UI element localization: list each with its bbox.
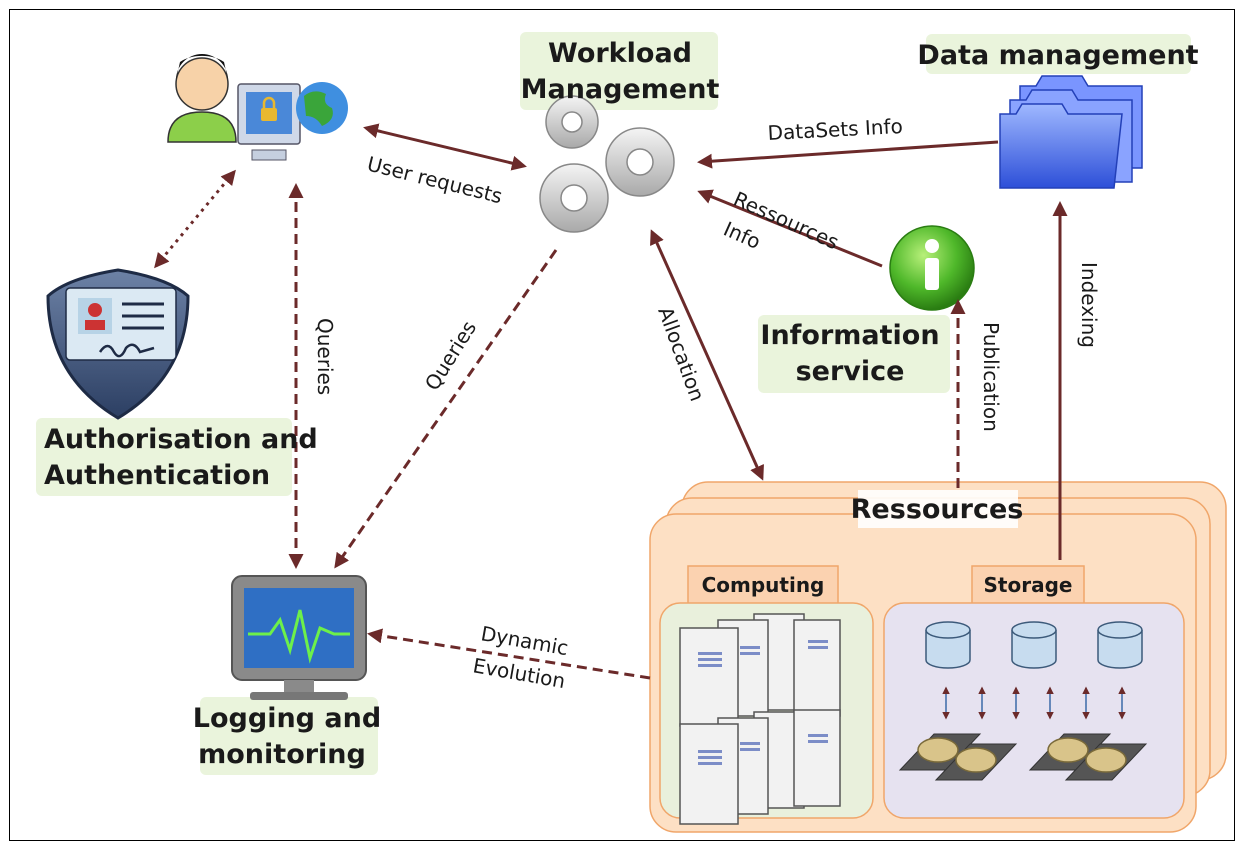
user-requests-arrow — [363, 123, 527, 171]
datasets-info-label: DataSets Info — [767, 114, 903, 145]
data-management-title: Data management — [917, 40, 1198, 71]
storage-title: Storage — [984, 573, 1073, 597]
user-icon — [167, 54, 237, 143]
queries-left-label: Queries — [313, 318, 337, 395]
ressources-info-arrow — [697, 189, 883, 268]
dynamic-evolution-label-1: Dynamic — [479, 621, 570, 660]
queries-mid-arrow — [334, 249, 558, 569]
info-icon — [889, 225, 975, 311]
allocation-label: Allocation — [653, 304, 709, 405]
workload-title-line1: Workload — [548, 38, 692, 69]
auth-title-line2: Authentication — [44, 460, 270, 491]
logging-title-line1: Logging and — [193, 703, 381, 734]
folder-icon — [999, 75, 1143, 189]
globe-icon — [296, 82, 348, 134]
resources-group: Ressources Computing Storage — [649, 481, 1227, 833]
information-title-line2: service — [796, 356, 905, 387]
indexing-label: Indexing — [1077, 262, 1101, 348]
computer-lock-icon — [237, 83, 301, 161]
auth-label-bg — [36, 418, 292, 496]
dynamic-evolution-label-2: Evolution — [471, 653, 567, 693]
storage-tab — [971, 565, 1085, 605]
monitoring-screen-icon — [231, 575, 367, 700]
resources-title-bg — [858, 490, 1018, 528]
logging-label-bg — [200, 697, 378, 775]
auth-title-line1: Authorisation and — [44, 424, 318, 455]
information-title-line1: Information — [760, 320, 939, 351]
workload-label-bg — [520, 32, 718, 110]
storage-link-arrows — [942, 686, 1126, 720]
logging-title-line2: monitoring — [198, 739, 366, 770]
server-rack-icon — [679, 613, 841, 825]
auth-dotted-arrow — [154, 169, 236, 269]
queries-mid-label: Queries — [420, 316, 481, 394]
resources-title: Ressources — [851, 494, 1024, 525]
information-label-bg — [758, 315, 950, 393]
publication-label: Publication — [979, 322, 1003, 432]
computing-title: Computing — [702, 573, 825, 597]
gears-icon — [539, 95, 675, 233]
ressources-info-label-2: Info — [720, 217, 764, 254]
shield-id-card-icon — [46, 268, 190, 420]
datasets-info-arrow — [697, 140, 999, 169]
allocation-arrow — [650, 229, 764, 481]
workload-title-line2: Management — [521, 74, 720, 105]
hard-disk-icon — [898, 733, 1148, 781]
database-icon — [925, 621, 1143, 669]
data-management-label-bg — [926, 34, 1191, 74]
user-requests-label: User requests — [365, 152, 505, 209]
